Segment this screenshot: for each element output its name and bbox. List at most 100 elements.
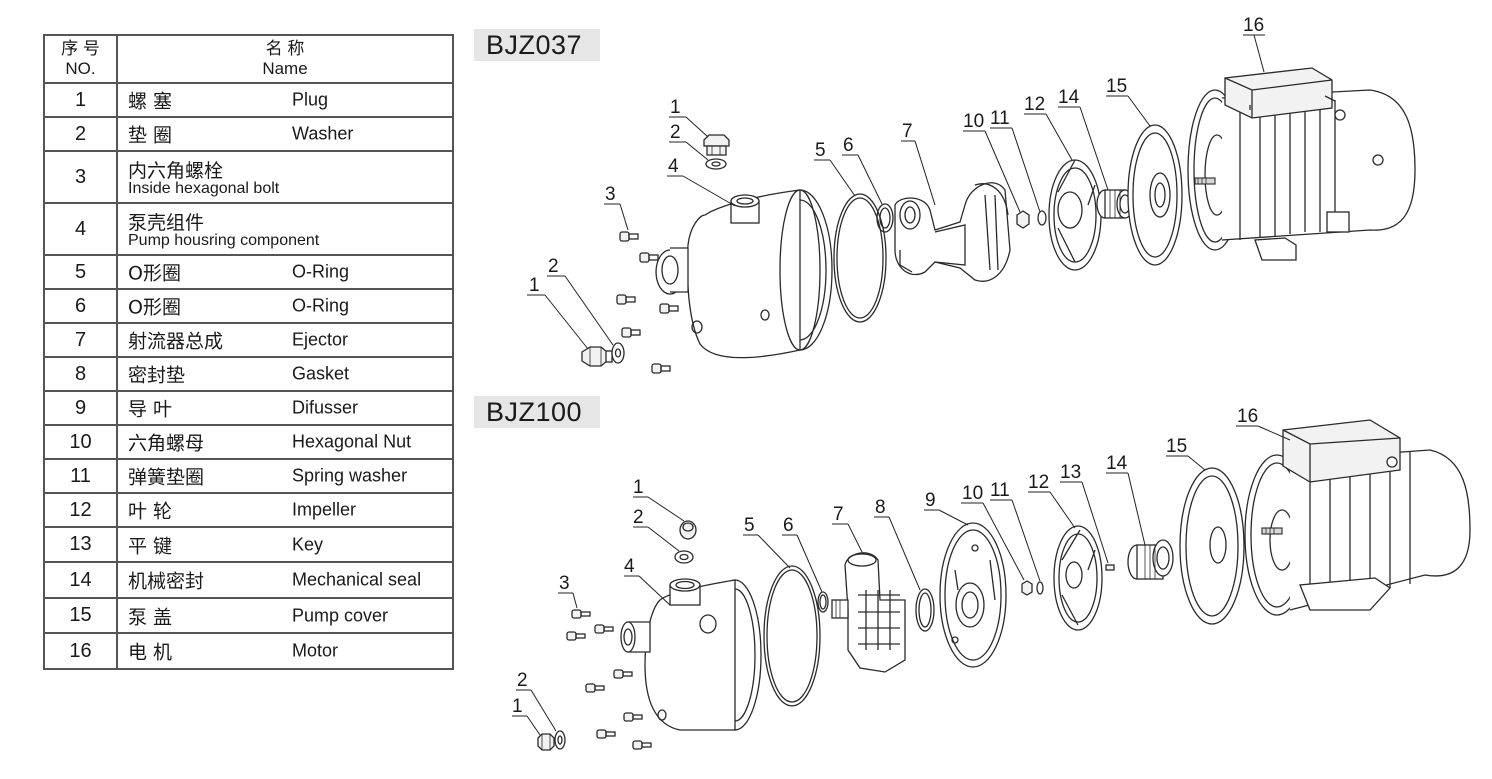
- gasket-part: [915, 588, 935, 632]
- callout-label: 11: [990, 480, 1010, 501]
- row-name-en: Plug: [292, 89, 329, 110]
- row-number: 14: [43, 561, 118, 599]
- row-name-en: Motor: [292, 640, 339, 661]
- mechanical-seal-part: [1096, 189, 1134, 219]
- pump-cover-part: [1127, 124, 1183, 266]
- pump-housing-part: [620, 578, 762, 731]
- plug-part: [537, 733, 555, 751]
- table-row: 6 O形圈 O-Ring: [43, 288, 454, 324]
- row-number: 6: [43, 288, 118, 324]
- callout-label: 6: [783, 515, 794, 536]
- ejector-part: [831, 552, 906, 673]
- row-number: 13: [43, 526, 118, 563]
- row-name-cell: 电 机 Motor: [116, 632, 454, 670]
- callout-label: 2: [517, 670, 528, 691]
- row-name-cn: 六角螺母: [128, 432, 205, 455]
- bolt-part: [632, 740, 652, 750]
- callout-label: 15: [1166, 436, 1187, 457]
- callout-label: 7: [902, 121, 913, 142]
- row-name-cn: 密封垫: [128, 364, 186, 387]
- table-row: 7 射流器总成 Ejector: [43, 322, 454, 358]
- key-part: [1105, 564, 1115, 571]
- row-number: 2: [43, 116, 118, 152]
- callout-label: 1: [670, 97, 681, 118]
- callout-label: 8: [875, 497, 886, 518]
- bolt-part: [623, 712, 643, 722]
- callout-label: 5: [815, 140, 826, 161]
- bolt-part: [596, 729, 616, 739]
- callout-label: 16: [1243, 15, 1264, 36]
- callout-label: 1: [633, 477, 644, 498]
- row-number: 7: [43, 322, 118, 358]
- row-number: 10: [43, 424, 118, 460]
- header-name-cn: 名 称: [265, 39, 305, 58]
- row-name-cn: 泵 盖: [128, 606, 173, 628]
- row-number: 16: [43, 632, 118, 670]
- row-number: 15: [43, 597, 118, 634]
- row-number: 5: [43, 254, 118, 290]
- row-name-cn: 内六角螺栓: [128, 160, 224, 182]
- pump-housing-part: [655, 189, 833, 359]
- row-name-en: Mechanical seal: [292, 569, 422, 590]
- washer-part: [705, 158, 727, 170]
- spring-washer-part: [1037, 210, 1047, 226]
- o-ring-small-part: [817, 591, 829, 613]
- callout-label: 13: [1060, 462, 1081, 483]
- motor-part: [1187, 67, 1416, 261]
- row-number: 4: [43, 202, 118, 256]
- callout-label: 3: [605, 184, 616, 205]
- callout-label: 4: [624, 556, 635, 577]
- washer-part: [611, 342, 625, 364]
- callout-label: 1: [529, 275, 540, 296]
- exploded-view-top: 1 2 1 2 3 4 5 6 7 10 11 12 14: [527, 15, 1416, 374]
- callout-label: 11: [990, 108, 1010, 129]
- callout-label: 16: [1237, 406, 1258, 427]
- header-name-cell: 名 称 Name: [116, 34, 454, 84]
- bolt-part: [585, 683, 605, 693]
- callout-label: 2: [633, 507, 644, 528]
- o-ring-small-part: [876, 203, 894, 233]
- row-name-cell: 六角螺母 Hexagonal Nut: [116, 424, 454, 460]
- mechanical-seal-part: [1127, 539, 1174, 580]
- hex-nut-part: [1016, 210, 1030, 229]
- row-name-en: Ejector: [292, 329, 349, 350]
- callout-label: 10: [963, 111, 984, 132]
- row-name-en: O-Ring: [292, 295, 350, 316]
- row-name-cn: 电 机: [128, 641, 173, 664]
- row-name-en: Spring washer: [292, 465, 408, 486]
- row-name-en: Difusser: [292, 397, 359, 418]
- row-name-cn: O形圈: [128, 262, 181, 285]
- callout-label: 7: [833, 504, 844, 525]
- callout-label: 14: [1058, 87, 1080, 108]
- row-number: 3: [43, 150, 118, 204]
- o-ring-part: [833, 193, 887, 323]
- washer-part: [554, 730, 566, 750]
- row-name-cn: 机械密封: [128, 570, 205, 593]
- row-name-en: Hexagonal Nut: [292, 431, 412, 452]
- bolt-part: [616, 294, 636, 305]
- hex-nut-part: [1021, 580, 1033, 596]
- row-name-en: Gasket: [292, 363, 350, 384]
- plug-part: [703, 134, 730, 156]
- row-name-cn: O形圈: [128, 296, 181, 319]
- callout-label: 2: [670, 122, 681, 143]
- impeller-part: [1048, 159, 1102, 271]
- row-name-cn: 垫 圈: [128, 124, 173, 147]
- row-name-cn: 射流器总成: [128, 330, 224, 353]
- callout-label: 4: [668, 156, 679, 177]
- header-no-en: NO.: [65, 59, 96, 78]
- bolt-part: [619, 231, 639, 242]
- table-header-row: 序 号 NO. 名 称 Name: [43, 34, 454, 84]
